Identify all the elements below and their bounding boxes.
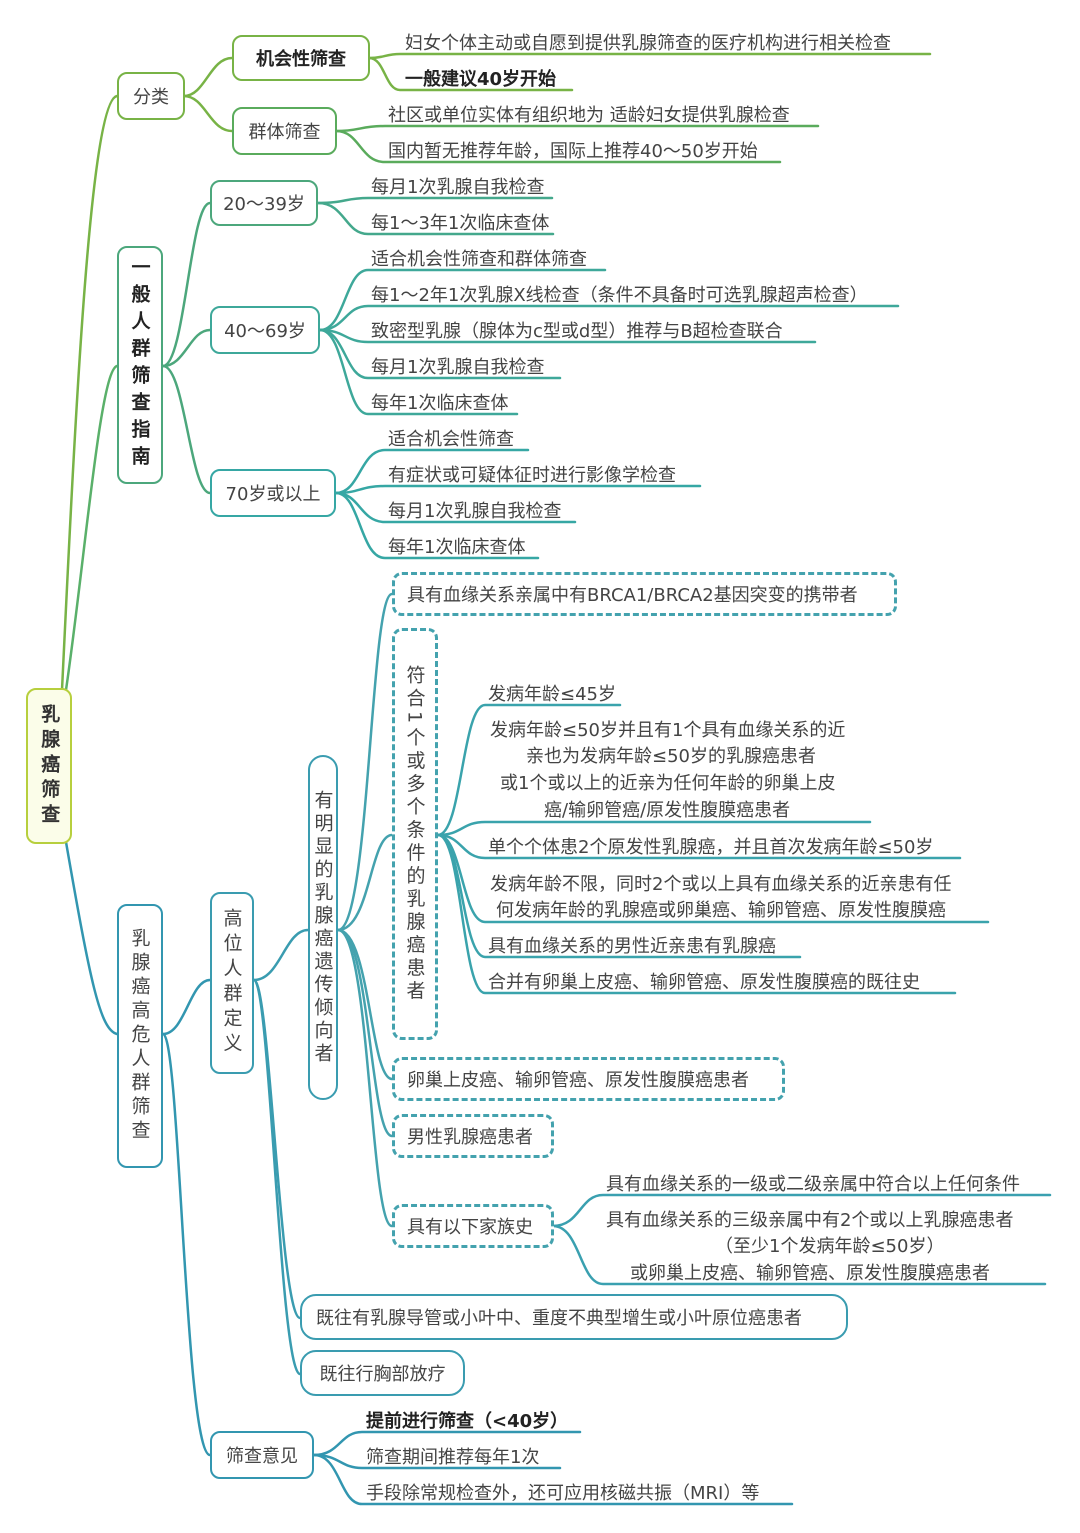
condition-item-0: 发病年龄≤45岁: [488, 684, 616, 705]
male-patient-node[interactable]: 男性乳腺癌患者: [392, 1114, 554, 1158]
age3-item-3: 每年1次临床查体: [388, 537, 526, 558]
family-item-3: 或卵巢上皮癌、输卵管癌、原发性腹膜癌患者: [630, 1263, 990, 1284]
age3-item-1: 有症状或可疑体征时进行影像学检查: [388, 465, 676, 486]
age-20-39-label: 20～39岁: [223, 194, 305, 215]
male-patient-label: 男性乳腺癌患者: [407, 1127, 533, 1148]
root-node[interactable]: 乳腺癌筛查: [26, 688, 72, 844]
age-70-plus-label: 70岁或以上: [225, 484, 321, 505]
ovarian-patient-node[interactable]: 卵巢上皮癌、输卵管癌、原发性腹膜癌患者: [392, 1057, 785, 1101]
condition-item-6: 发病年龄不限，同时2个或以上具有血缘关系的近亲患有任: [490, 874, 952, 895]
age2-item-2: 致密型乳腺（腺体为c型或d型）推荐与B超检查联合: [371, 321, 783, 342]
conditions-node[interactable]: 符合1个或多个条件的乳腺癌患者: [392, 628, 438, 1040]
classification-node[interactable]: 分类: [117, 72, 185, 120]
radiation-history-node[interactable]: 既往行胸部放疗: [300, 1350, 465, 1396]
condition-item-7: 何发病年龄的乳腺癌或卵巢癌、输卵管癌、原发性腹膜癌: [496, 900, 946, 921]
radiation-history-label: 既往行胸部放疗: [319, 1364, 446, 1385]
population-item-1: 国内暂无推荐年龄，国际上推荐40～50岁开始: [388, 141, 758, 162]
age-40-69-node[interactable]: 40～69岁: [210, 306, 320, 354]
age2-item-1: 每1～2年1次乳腺X线检查（条件不具备时可选乳腺超声检查）: [371, 285, 868, 306]
brca-carrier-node[interactable]: 具有血缘关系亲属中有BRCA1/BRCA2基因突变的携带者: [392, 572, 897, 616]
age3-item-2: 每月1次乳腺自我检查: [388, 501, 562, 522]
lesion-history-label: 既往有乳腺导管或小叶中、重度不典型增生或小叶原位癌患者: [316, 1308, 802, 1329]
highrisk-definition-node[interactable]: 高位人群定义: [210, 892, 254, 1074]
advice-item-1: 筛查期间推荐每年1次: [366, 1447, 540, 1468]
opportunistic-item-1: 一般建议40岁开始: [405, 69, 557, 90]
condition-item-8: 具有血缘关系的男性近亲患有乳腺癌: [488, 936, 776, 957]
age1-item-1: 每1～3年1次临床查体: [371, 213, 550, 234]
screening-advice-node[interactable]: 筛查意见: [210, 1431, 314, 1479]
age2-item-3: 每月1次乳腺自我检查: [371, 357, 545, 378]
root-label: 乳腺癌筛查: [38, 703, 61, 829]
advice-item-2: 手段除常规检查外，还可应用核磁共振（MRI）等: [366, 1483, 760, 1504]
hereditary-tendency-node[interactable]: 有明显的乳腺癌遗传倾向者: [308, 755, 338, 1100]
age3-item-0: 适合机会性筛查: [388, 429, 514, 450]
screening-advice-label: 筛查意见: [226, 1446, 298, 1467]
condition-item-9: 合并有卵巢上皮癌、输卵管癌、原发性腹膜癌的既往史: [488, 972, 920, 993]
population-item-0: 社区或单位实体有组织地为 适龄妇女提供乳腺检查: [388, 105, 790, 126]
population-label: 群体筛查: [248, 122, 321, 143]
brca-carrier-label: 具有血缘关系亲属中有BRCA1/BRCA2基因突变的携带者: [407, 585, 858, 606]
opportunistic-label: 机会性筛查: [256, 49, 346, 70]
age1-item-0: 每月1次乳腺自我检查: [371, 177, 545, 198]
lesion-history-node[interactable]: 既往有乳腺导管或小叶中、重度不典型增生或小叶原位癌患者: [300, 1294, 848, 1340]
age-40-69-label: 40～69岁: [224, 321, 306, 342]
family-item-1: 具有血缘关系的三级亲属中有2个或以上乳腺癌患者: [606, 1210, 1014, 1231]
advice-item-0: 提前进行筛查（<40岁）: [366, 1411, 569, 1432]
condition-item-4: 癌/输卵管癌/原发性腹膜癌患者: [544, 800, 791, 821]
age2-item-4: 每年1次临床查体: [371, 393, 509, 414]
condition-item-3: 或1个或以上的近亲为任何年龄的卵巢上皮: [500, 773, 836, 794]
condition-item-2: 亲也为发病年龄≤50岁的乳腺癌患者: [526, 746, 816, 767]
highrisk-node[interactable]: 乳腺癌高危人群筛查: [117, 904, 163, 1168]
general-guide-node[interactable]: 一般人群筛查指南: [117, 246, 163, 484]
general-guide-label: 一般人群筛查指南: [128, 257, 151, 473]
ovarian-patient-label: 卵巢上皮癌、输卵管癌、原发性腹膜癌患者: [407, 1070, 749, 1091]
family-item-2: （至少1个发病年龄≤50岁）: [715, 1236, 945, 1257]
family-history-label: 具有以下家族史: [407, 1217, 533, 1238]
opportunistic-screening-node[interactable]: 机会性筛查: [232, 35, 370, 81]
highrisk-definition-label: 高位人群定义: [220, 908, 243, 1058]
family-history-node[interactable]: 具有以下家族史: [392, 1204, 554, 1248]
age2-item-0: 适合机会性筛查和群体筛查: [371, 249, 587, 270]
opportunistic-item-0: 妇女个体主动或自愿到提供乳腺筛查的医疗机构进行相关检查: [405, 33, 891, 54]
family-item-0: 具有血缘关系的一级或二级亲属中符合以上任何条件: [606, 1174, 1020, 1195]
classification-label: 分类: [133, 87, 169, 108]
age-20-39-node[interactable]: 20～39岁: [210, 180, 318, 226]
condition-item-5: 单个个体患2个原发性乳腺癌，并且首次发病年龄≤50岁: [488, 837, 934, 858]
condition-item-1: 发病年龄≤50岁并且有1个具有血缘关系的近: [490, 720, 846, 741]
highrisk-label: 乳腺癌高危人群筛查: [128, 928, 151, 1144]
age-70-plus-node[interactable]: 70岁或以上: [210, 469, 336, 517]
population-screening-node[interactable]: 群体筛查: [232, 107, 337, 155]
hereditary-tendency-label: 有明显的乳腺癌遗传倾向者: [311, 789, 334, 1066]
conditions-label: 符合1个或多个条件的乳腺癌患者: [403, 664, 426, 1004]
